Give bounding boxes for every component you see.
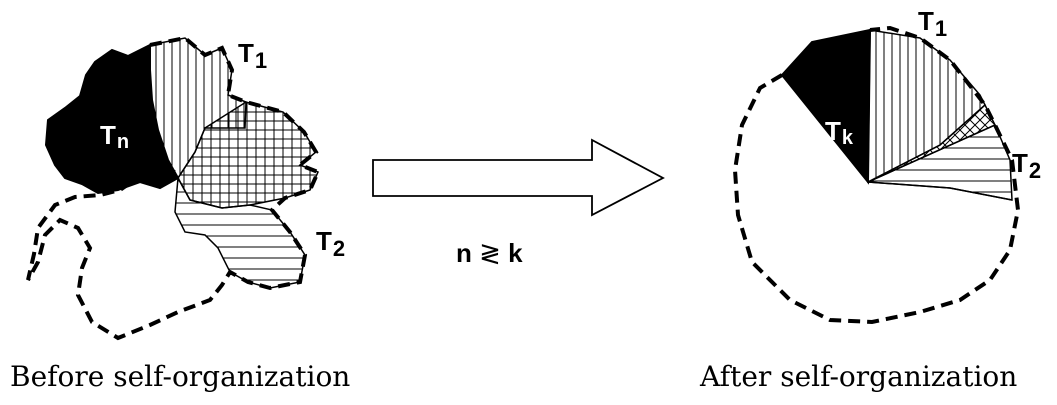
after-tk-label: Tk <box>825 116 854 149</box>
after-diagram <box>732 25 1021 325</box>
before-t2-region <box>174 175 306 289</box>
transition-arrow <box>372 138 665 217</box>
before-t1-label: T1 <box>238 38 268 73</box>
before-t2-label: T2 <box>316 226 346 261</box>
before-diagram <box>26 35 321 341</box>
before-caption: Before self-organization <box>10 360 351 393</box>
after-t2-label: T2 <box>1012 148 1042 183</box>
after-t1-label: T1 <box>918 6 948 41</box>
after-outline <box>732 25 1021 325</box>
before-tn-label: Tn <box>100 120 130 153</box>
before-tn-region <box>44 43 180 195</box>
relation-label: n ≷ k <box>456 238 523 268</box>
after-caption: After self-organization <box>700 360 1018 393</box>
after-divider-line <box>867 181 1013 201</box>
after-tk-region <box>780 28 872 185</box>
